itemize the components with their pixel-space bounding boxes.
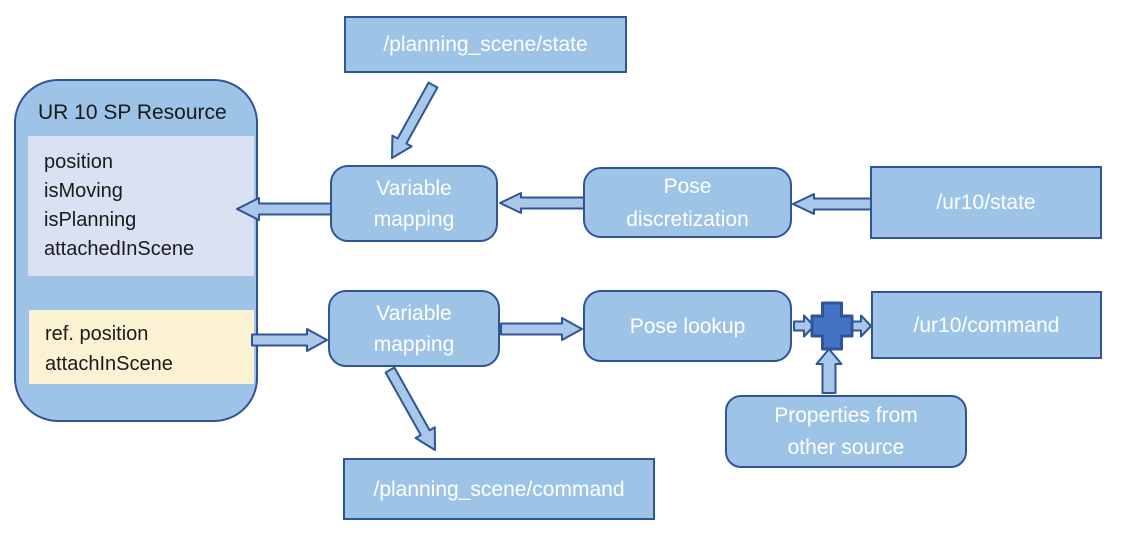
node-planning-scene-command: /planning_scene/command [343,458,655,520]
node-planning-scene-state: /planning_scene/state [344,16,627,73]
ur10-sp-resource-container: UR 10 SP Resource position isMoving isPl… [14,79,258,422]
node-label-line: Pose [663,174,712,198]
node-label-line: Variable [376,176,452,200]
state-variable: position [44,151,113,173]
node-label-line: Variable [376,301,452,325]
command-variables-box: ref. position attachInScene [29,310,254,384]
arrow-variable-mapping-to-command-topic [384,366,436,451]
node-label-line: mapping [373,332,455,356]
arrow-variable-mapping-to-pose-lookup [500,317,583,341]
plus-merge-icon [810,301,854,351]
node-label: /ur10/state [936,191,1036,214]
node-label-line: other source [787,435,905,459]
node-label: /ur10/command [913,313,1060,337]
node-ur10-command: /ur10/command [871,291,1102,359]
arrow-properties-to-plus [815,348,843,394]
arrow-state-topic-to-variable-mapping [391,81,439,159]
node-pose-discretization: Pose discretization [583,167,792,238]
arrow-command-vars-to-variable-mapping [251,328,328,352]
state-variable: isMoving [44,180,123,202]
state-variables-box: position isMoving isPlanning attachedInS… [28,136,254,276]
node-ur10-state: /ur10/state [870,166,1102,239]
node-variable-mapping-command: Variable mapping [328,290,500,367]
resource-title: UR 10 SP Resource [38,101,227,124]
node-label: Pose lookup [629,314,746,338]
arrow-pose-discretization-to-variable-mapping [499,192,585,214]
node-label: /planning_scene/command [373,477,625,501]
state-variable: isPlanning [44,209,137,231]
arrow-pose-lookup-to-plus [793,314,815,338]
arrow-plus-to-ur10-command [851,314,872,338]
node-label-line: mapping [373,207,455,231]
node-variable-mapping-state: Variable mapping [330,165,498,242]
command-variable: ref. position [45,323,149,345]
node-label-line: discretization [626,207,749,231]
node-properties-other-source: Properties from other source [725,395,967,468]
arrow-ur10-state-to-pose-discretization [792,193,872,215]
state-variable: attachedInScene [44,238,195,260]
node-pose-lookup: Pose lookup [583,290,792,362]
node-label: /planning_scene/state [383,33,588,56]
node-label-line: Properties from [774,403,918,427]
command-variable: attachInScene [45,353,173,375]
